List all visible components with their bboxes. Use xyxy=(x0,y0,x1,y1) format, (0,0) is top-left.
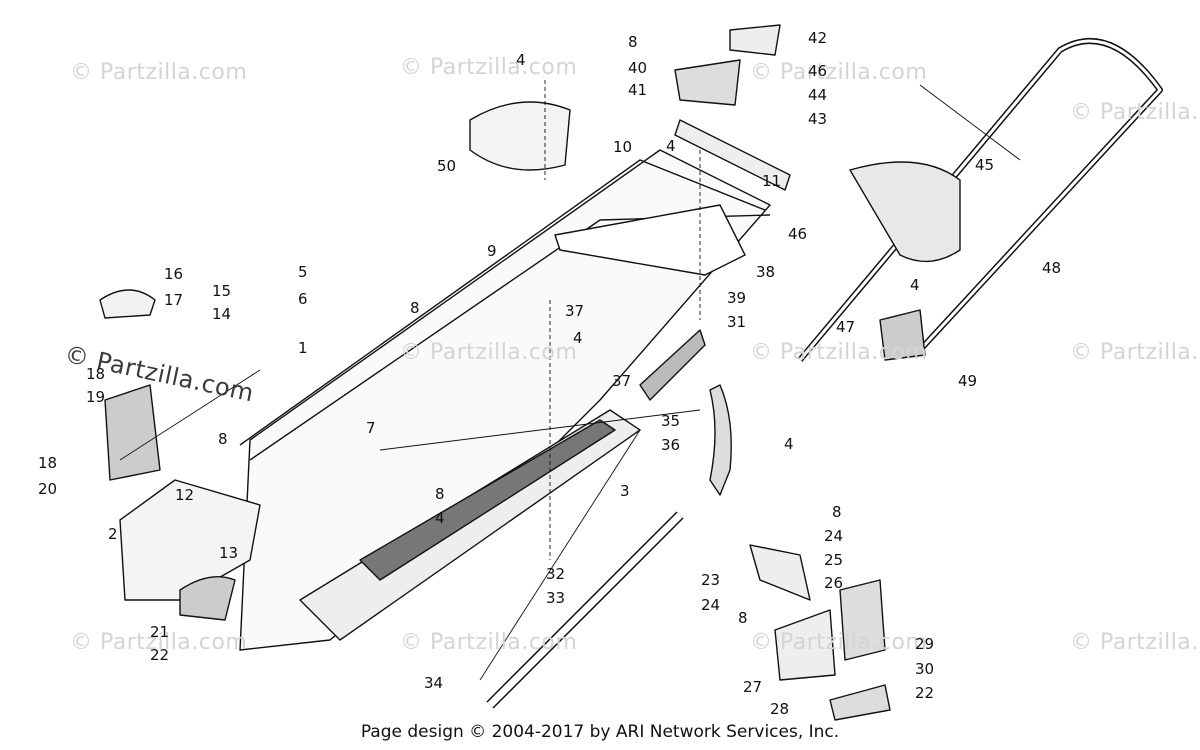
callout-27: 27 xyxy=(743,678,763,696)
callout-43: 43 xyxy=(808,110,828,128)
callout-24: 24 xyxy=(824,527,844,545)
rail-11 xyxy=(674,119,791,191)
callout-42: 42 xyxy=(808,29,828,47)
callout-37: 37 xyxy=(612,372,632,390)
callout-28: 28 xyxy=(770,700,790,718)
cover-21 xyxy=(179,576,236,621)
callout-1: 1 xyxy=(298,339,308,357)
snow-flap xyxy=(849,161,961,263)
callout-23: 23 xyxy=(701,571,721,589)
callout-13: 13 xyxy=(219,544,239,562)
panel-23 xyxy=(749,544,811,601)
callout-49: 49 xyxy=(958,372,978,390)
callout-31: 31 xyxy=(727,313,747,331)
callout-32: 32 xyxy=(546,565,566,583)
callout-4: 4 xyxy=(435,509,445,527)
callout-18: 18 xyxy=(38,454,58,472)
rear-bumper xyxy=(797,38,1163,362)
callout-8: 8 xyxy=(435,485,445,503)
panel-27 xyxy=(774,609,836,681)
callout-11: 11 xyxy=(762,172,782,190)
callout-18: 18 xyxy=(86,365,106,383)
callout-33: 33 xyxy=(546,589,566,607)
callout-36: 36 xyxy=(661,436,681,454)
callout-7: 7 xyxy=(366,419,376,437)
callout-3: 3 xyxy=(620,482,630,500)
callout-40: 40 xyxy=(628,59,648,77)
callout-20: 20 xyxy=(38,480,58,498)
callout-8: 8 xyxy=(832,503,842,521)
plate-42 xyxy=(729,24,781,56)
callout-22: 22 xyxy=(150,646,170,664)
callout-8: 8 xyxy=(628,33,638,51)
callout-4: 4 xyxy=(910,276,920,294)
callout-30: 30 xyxy=(915,660,935,678)
side-vents xyxy=(359,419,616,581)
callout-29: 29 xyxy=(915,635,935,653)
callout-4: 4 xyxy=(516,51,526,69)
callout-22: 22 xyxy=(915,684,935,702)
step-30 xyxy=(829,684,891,721)
shield-35 xyxy=(639,329,706,401)
callout-44: 44 xyxy=(808,86,828,104)
callout-12: 12 xyxy=(175,486,195,504)
callout-48: 48 xyxy=(1042,259,1062,277)
callout-2: 2 xyxy=(108,525,118,543)
callout-8: 8 xyxy=(738,609,748,627)
callout-37: 37 xyxy=(565,302,585,320)
decal-panel xyxy=(554,204,746,276)
callout-17: 17 xyxy=(164,291,184,309)
bracket-41 xyxy=(674,59,741,106)
callout-47: 47 xyxy=(836,318,856,336)
cover-16 xyxy=(99,289,156,319)
callout-25: 25 xyxy=(824,551,844,569)
callout-4: 4 xyxy=(573,329,583,347)
callout-4: 4 xyxy=(666,137,676,155)
callout-46: 46 xyxy=(788,225,808,243)
callout-4: 4 xyxy=(784,435,794,453)
callout-8: 8 xyxy=(410,299,420,317)
callout-26: 26 xyxy=(824,574,844,592)
callout-10: 10 xyxy=(613,138,633,156)
callout-5: 5 xyxy=(298,263,308,281)
seat-pad xyxy=(469,101,571,171)
callout-39: 39 xyxy=(727,289,747,307)
callout-45: 45 xyxy=(975,156,995,174)
callout-35: 35 xyxy=(661,412,681,430)
strap-36 xyxy=(709,384,732,496)
bracket-19 xyxy=(104,384,161,481)
callout-38: 38 xyxy=(756,263,776,281)
callout-6: 6 xyxy=(298,290,308,308)
callout-8: 8 xyxy=(218,430,228,448)
callout-46: 46 xyxy=(808,62,828,80)
callout-41: 41 xyxy=(628,81,648,99)
callout-19: 19 xyxy=(86,388,106,406)
panel-26 xyxy=(839,579,886,661)
callout-16: 16 xyxy=(164,265,184,283)
callout-21: 21 xyxy=(150,623,170,641)
callout-50: 50 xyxy=(437,157,457,175)
bracket-2 xyxy=(119,479,261,601)
footer-credit: Page design © 2004-2017 by ARI Network S… xyxy=(360,722,840,742)
tunnel-top xyxy=(239,159,766,446)
callout-15: 15 xyxy=(212,282,232,300)
callout-9: 9 xyxy=(487,242,497,260)
bracket-47 xyxy=(879,309,926,361)
callout-24: 24 xyxy=(701,596,721,614)
callout-14: 14 xyxy=(212,305,232,323)
callout-34: 34 xyxy=(424,674,444,692)
